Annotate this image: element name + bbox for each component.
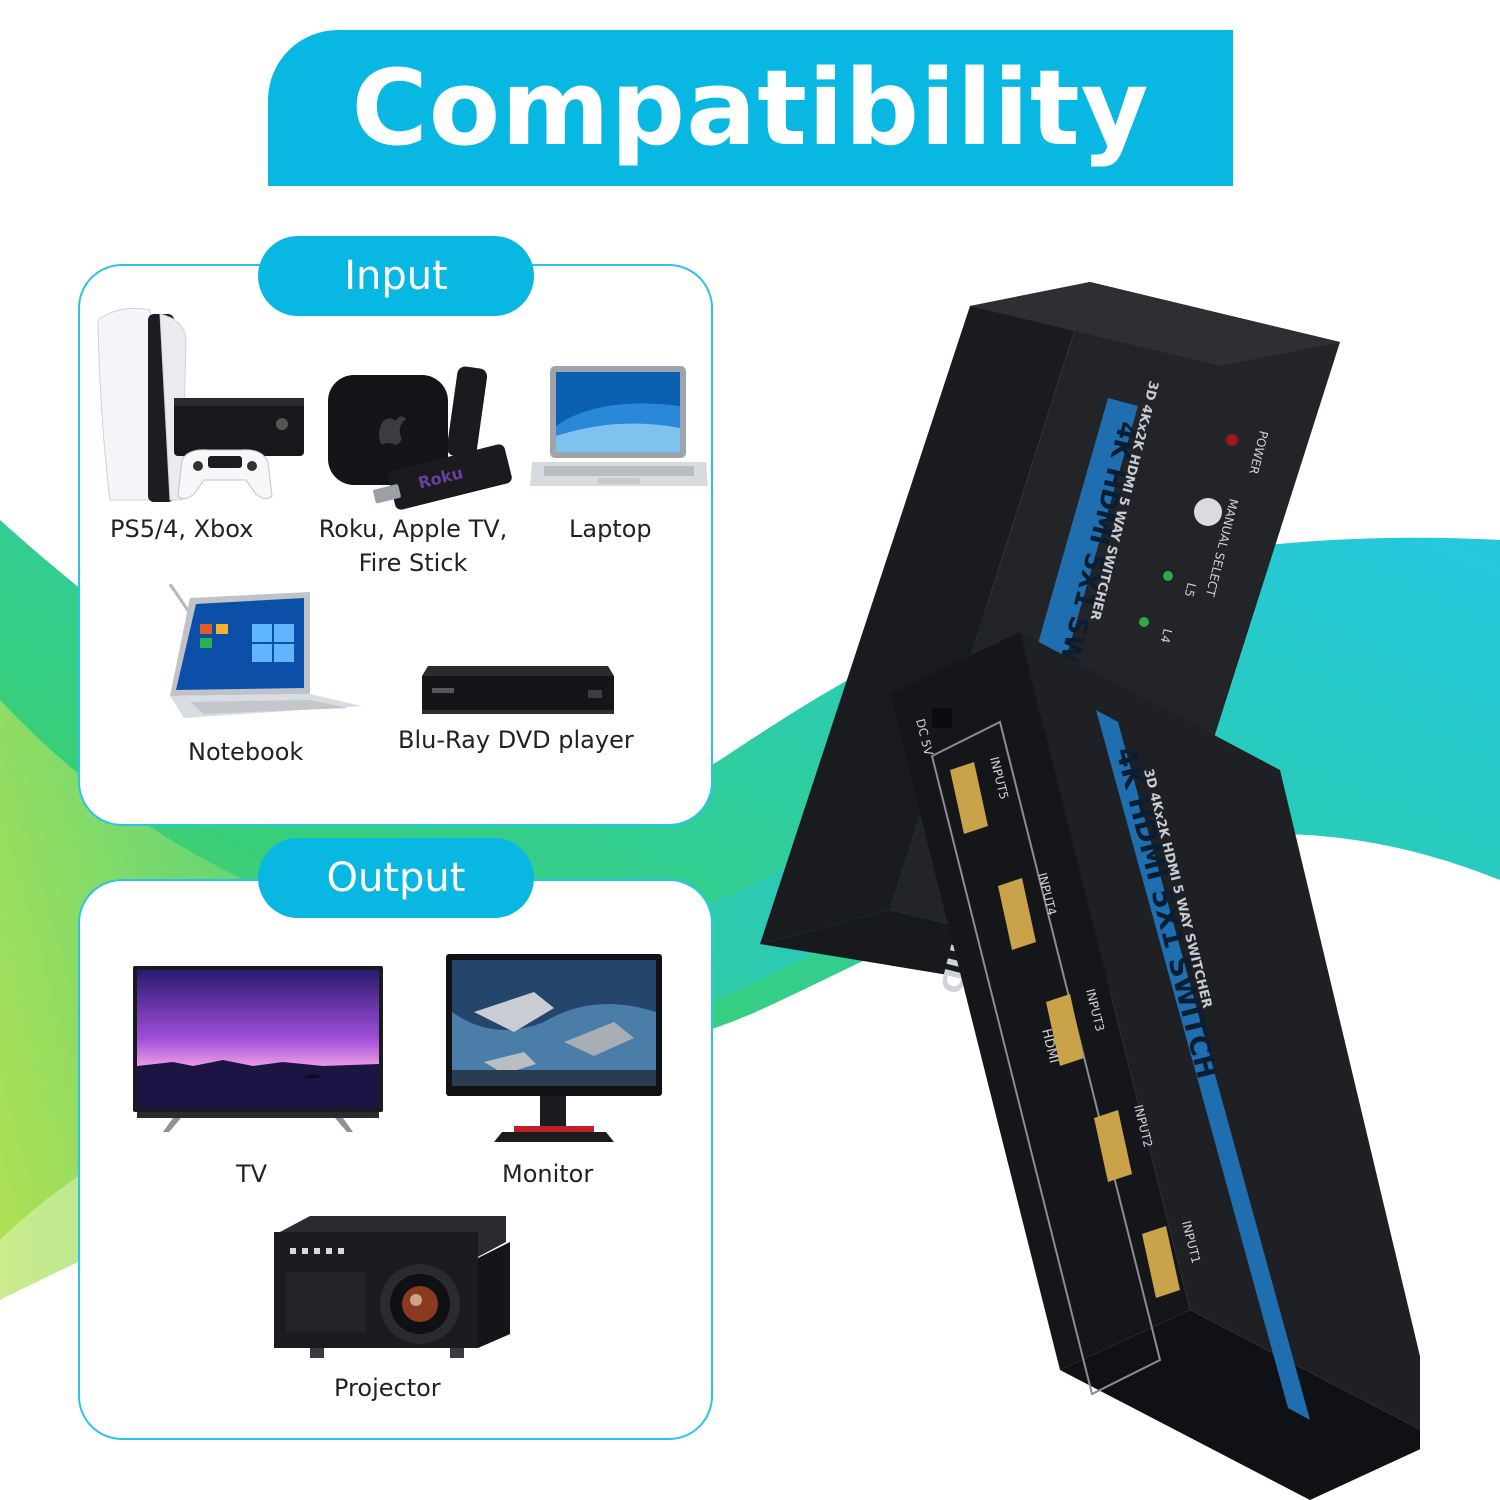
label-roku-line1: Roku, Apple TV, — [318, 515, 508, 543]
roku-appletv-firestick-icon: Roku — [326, 365, 516, 515]
label-projector: Projector — [334, 1374, 441, 1402]
tv-icon — [133, 966, 385, 1134]
led-l4-label: L4 — [1158, 627, 1175, 644]
led-l5-label: L5 — [1182, 581, 1199, 598]
laptop-icon — [528, 366, 710, 498]
page-title: Compatibility — [351, 47, 1150, 169]
output-heading: Output — [258, 838, 534, 918]
monitor-icon — [444, 952, 664, 1144]
bluray-player-icon — [418, 660, 618, 720]
label-notebook: Notebook — [188, 738, 304, 766]
title-banner: Compatibility — [268, 30, 1233, 186]
label-monitor: Monitor — [502, 1160, 594, 1188]
notebook-icon — [160, 584, 370, 734]
label-roku-line2: Fire Stick — [358, 549, 468, 577]
label-bluray: Blu-Ray DVD player — [398, 726, 634, 754]
label-ps5-xbox: PS5/4, Xbox — [110, 515, 254, 543]
label-roku-appletv: Roku, Apple TV, Fire Stick — [308, 512, 518, 580]
input-heading: Input — [258, 236, 534, 316]
switch-front-unit: 4K HDMI 5X1 SWITCH 3D 4Kx2K HDMI 5 WAY S… — [890, 632, 1420, 1500]
label-tv: TV — [236, 1160, 268, 1188]
projector-icon — [270, 1212, 516, 1362]
hdmi-switch-device: 4K HDMI 5X1 SWITCH 3D 4Kx2K HDMI 5 WAY S… — [760, 282, 1420, 1500]
ps5-xbox-icon — [90, 300, 320, 510]
label-laptop: Laptop — [569, 515, 652, 543]
